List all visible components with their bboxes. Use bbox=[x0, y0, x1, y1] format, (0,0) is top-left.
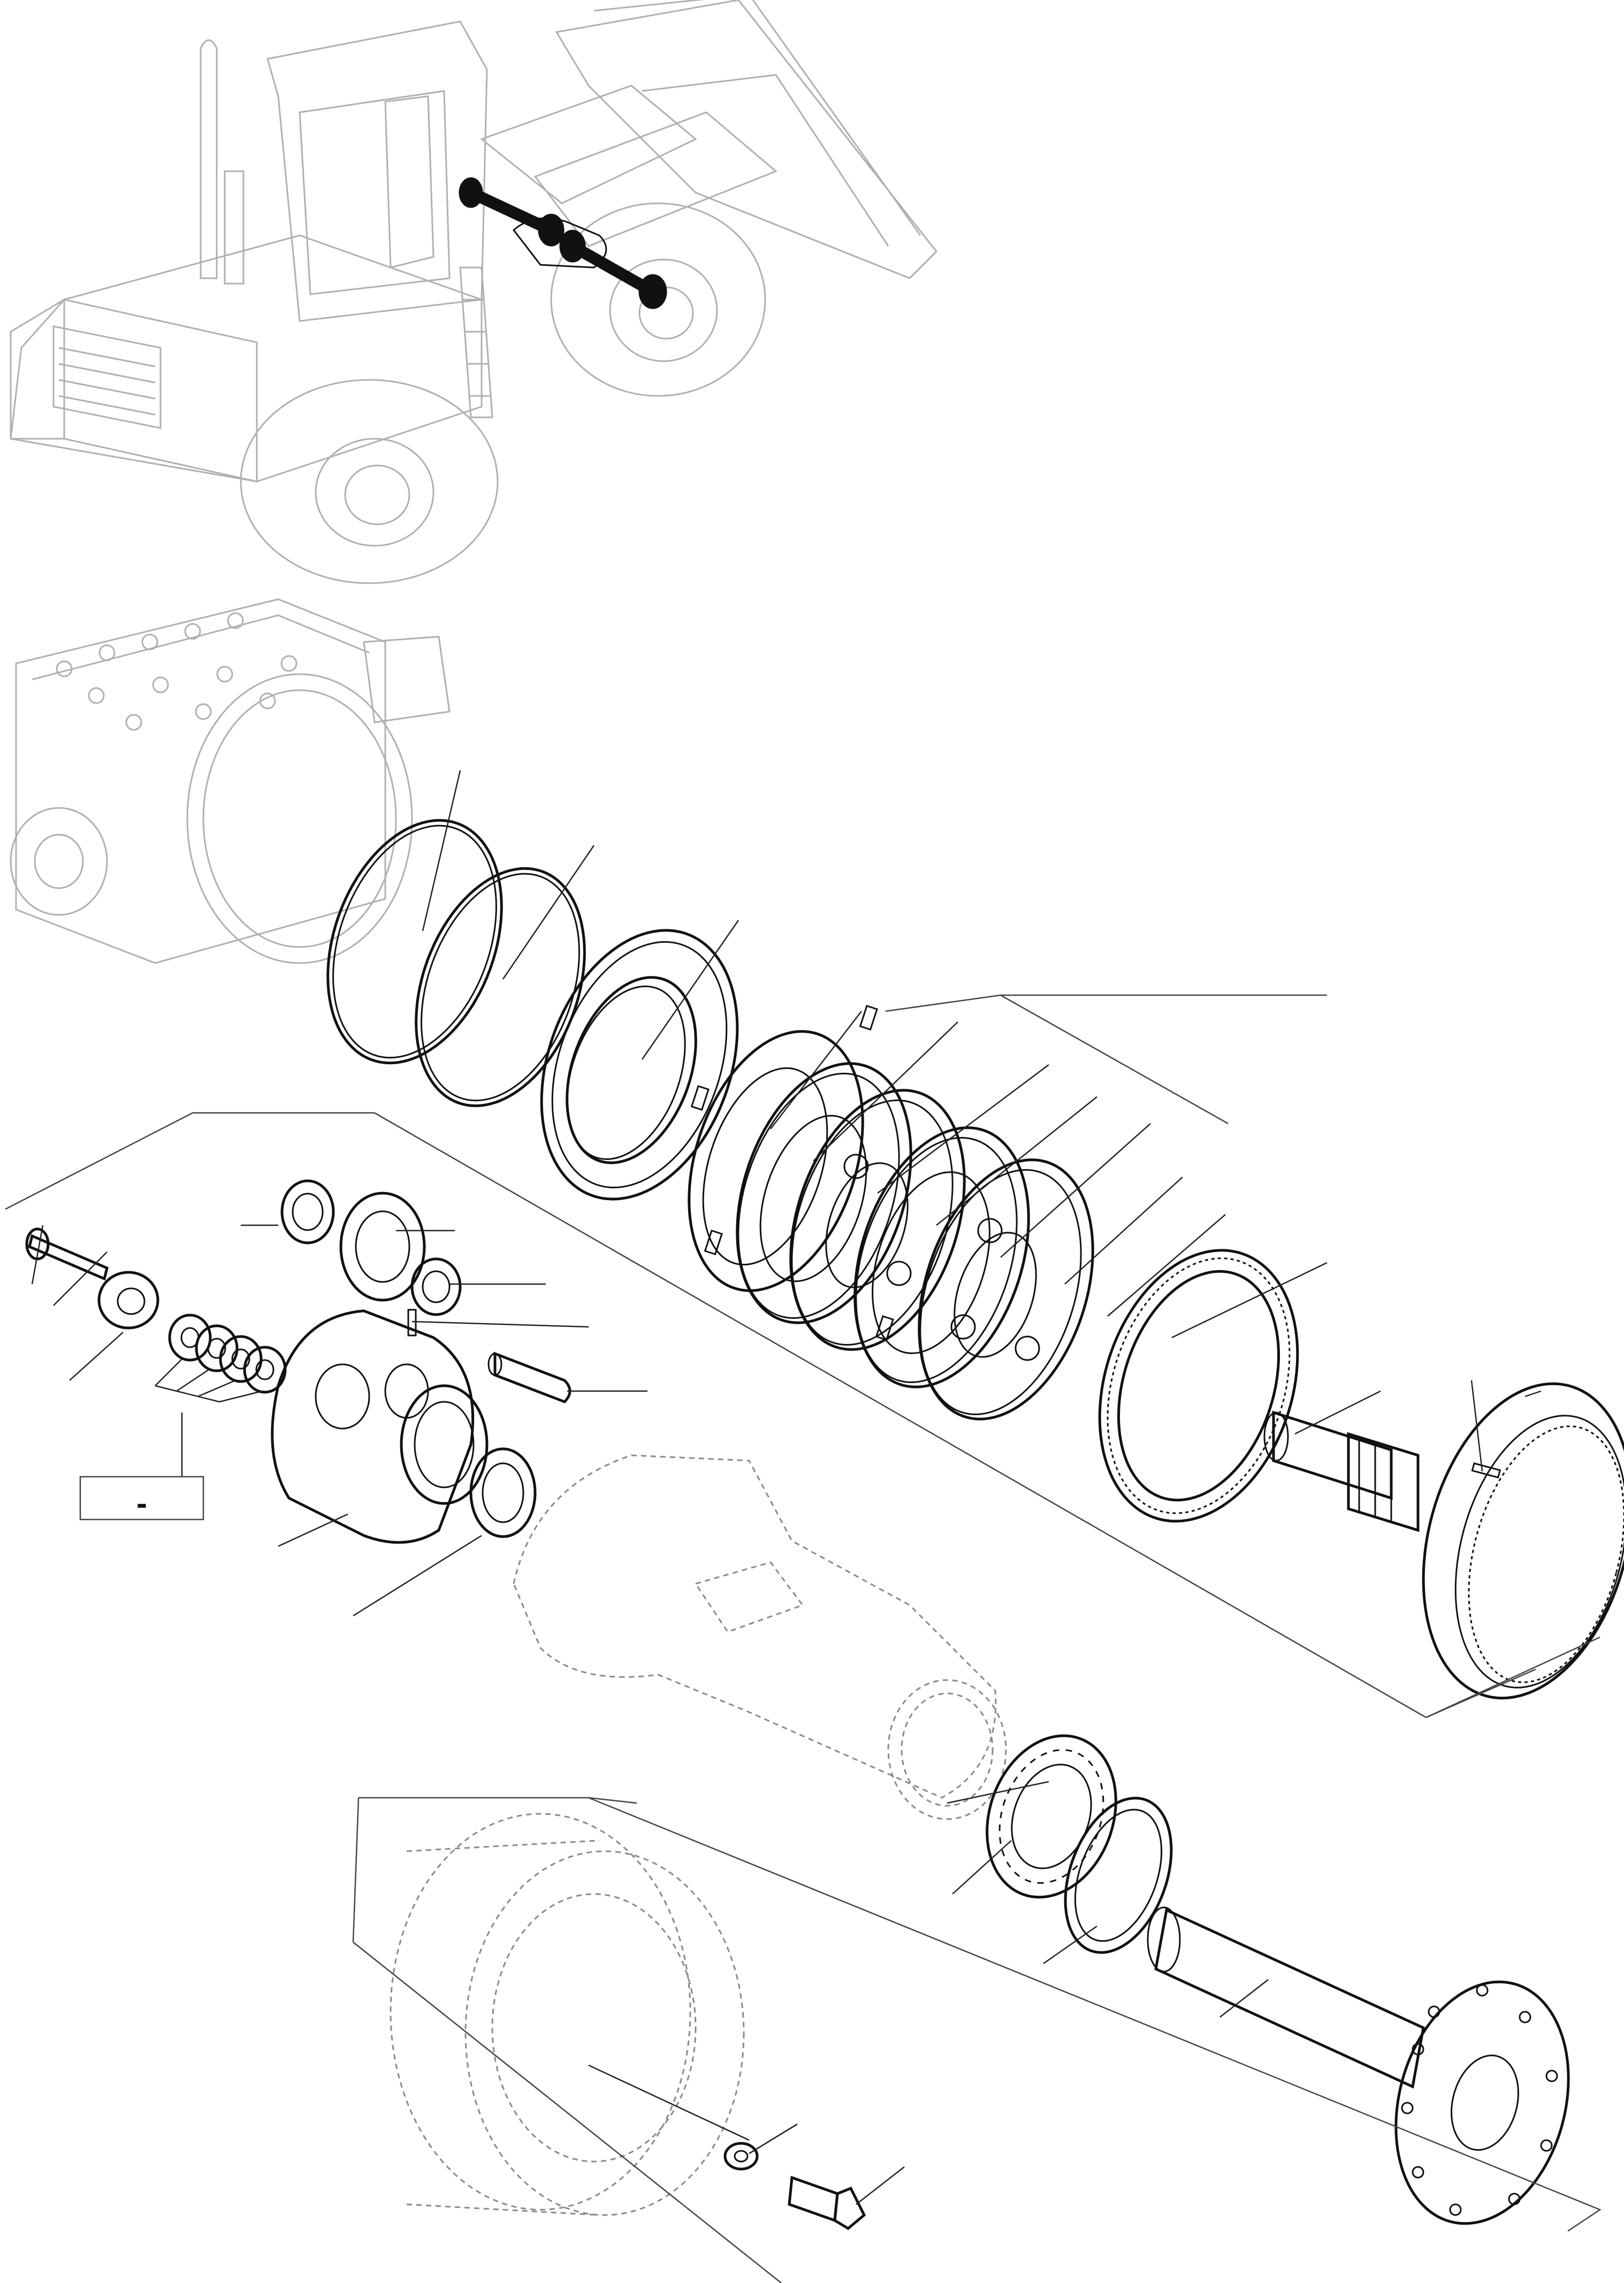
planet-gear-large bbox=[339, 1192, 426, 1302]
brake-disc-4 bbox=[853, 1126, 1030, 1388]
assembly-frame-lines bbox=[5, 994, 1602, 2283]
spring-pin bbox=[407, 1309, 417, 1337]
planet-carrier bbox=[271, 1309, 489, 1544]
thrust-washer bbox=[97, 1271, 159, 1330]
highlighted-axle-shaft-icon bbox=[459, 177, 667, 309]
shim-washers bbox=[168, 1314, 287, 1394]
o-ring-inner bbox=[415, 867, 586, 1108]
wheel-washer bbox=[723, 2142, 759, 2171]
axle-housing-ghost bbox=[10, 598, 451, 964]
brake-disc-5 bbox=[918, 1158, 1094, 1421]
brake-ring-gear bbox=[1098, 1249, 1299, 1523]
ball-bearing-large bbox=[986, 1734, 1117, 1899]
brake-disc-stack bbox=[688, 1005, 1094, 1421]
long-bolt bbox=[25, 1227, 109, 1281]
planet-ring-gear bbox=[1422, 1382, 1624, 1700]
leader-lines bbox=[31, 770, 1542, 2205]
callout-box: - bbox=[79, 1476, 204, 1521]
axle-shaft-flange bbox=[1147, 1906, 1570, 2225]
o-ring-outer bbox=[326, 819, 503, 1065]
ball-bearing-small bbox=[469, 1447, 537, 1538]
axle-tube-ghost bbox=[513, 1454, 1007, 1820]
planet-gear-right bbox=[410, 1257, 462, 1316]
callout-box-text: - bbox=[136, 1485, 147, 1521]
planet-pin-shaft bbox=[487, 1352, 571, 1403]
wheel-loader-illustration bbox=[10, 0, 938, 584]
planet-gear-small bbox=[280, 1179, 335, 1244]
brake-piston bbox=[540, 929, 739, 1201]
seal-ring bbox=[1064, 1797, 1173, 1954]
sun-gear-shaft bbox=[1263, 1410, 1420, 1532]
brake-disc-2 bbox=[736, 1062, 912, 1324]
wheel-rim-ghost bbox=[390, 1813, 745, 2216]
brake-disc-3 bbox=[789, 1089, 966, 1351]
brake-disc-1 bbox=[688, 1030, 864, 1292]
wheel-bolt bbox=[788, 2175, 866, 2231]
